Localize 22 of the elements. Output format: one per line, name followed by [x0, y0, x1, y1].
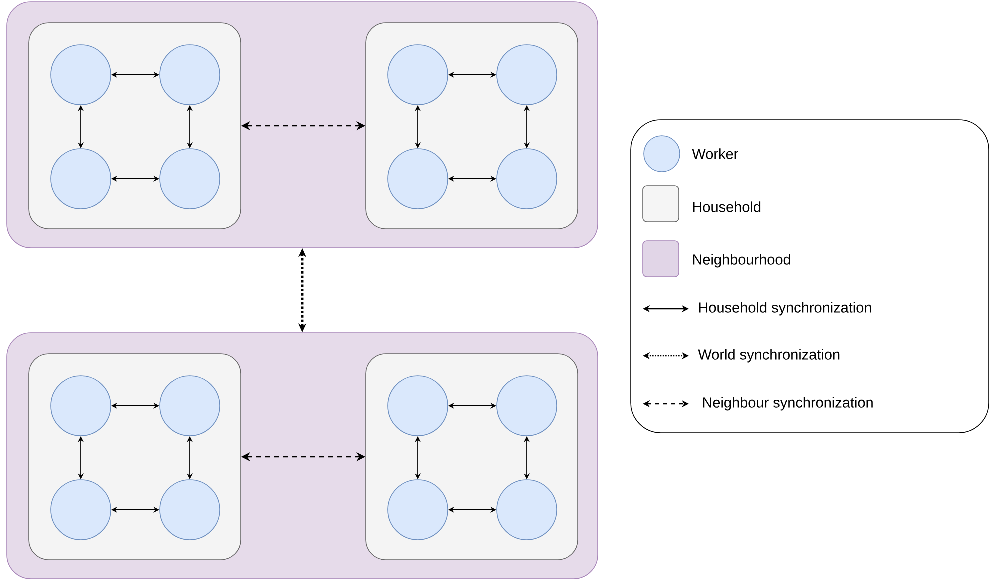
worker-circle: [50, 480, 112, 540]
worker-circle: [50, 376, 112, 436]
worker-circle: [496, 148, 558, 210]
worker-circle: [160, 44, 220, 106]
worker-circle: [496, 480, 558, 540]
worker-circle: [388, 44, 448, 106]
worker-circle: [50, 44, 112, 106]
worker-circle: [160, 376, 220, 436]
worker-circle: [160, 148, 220, 210]
worker-circle: [388, 148, 448, 210]
worker-circle: [496, 44, 558, 106]
worker-circle: [496, 376, 558, 436]
legend-label: Neighbourhood: [693, 254, 790, 268]
legend-label: Neighbour synchronization: [703, 397, 873, 411]
legend-label: Worker: [692, 148, 738, 160]
legend-label: Household: [693, 202, 761, 212]
worker-circle: [160, 480, 220, 540]
worker-circle: [388, 480, 448, 540]
worker-circle: [388, 376, 448, 436]
legend-label: Household synchronization: [699, 302, 872, 316]
worker-circle: [50, 148, 112, 210]
legend-label: World synchronization: [698, 349, 840, 363]
